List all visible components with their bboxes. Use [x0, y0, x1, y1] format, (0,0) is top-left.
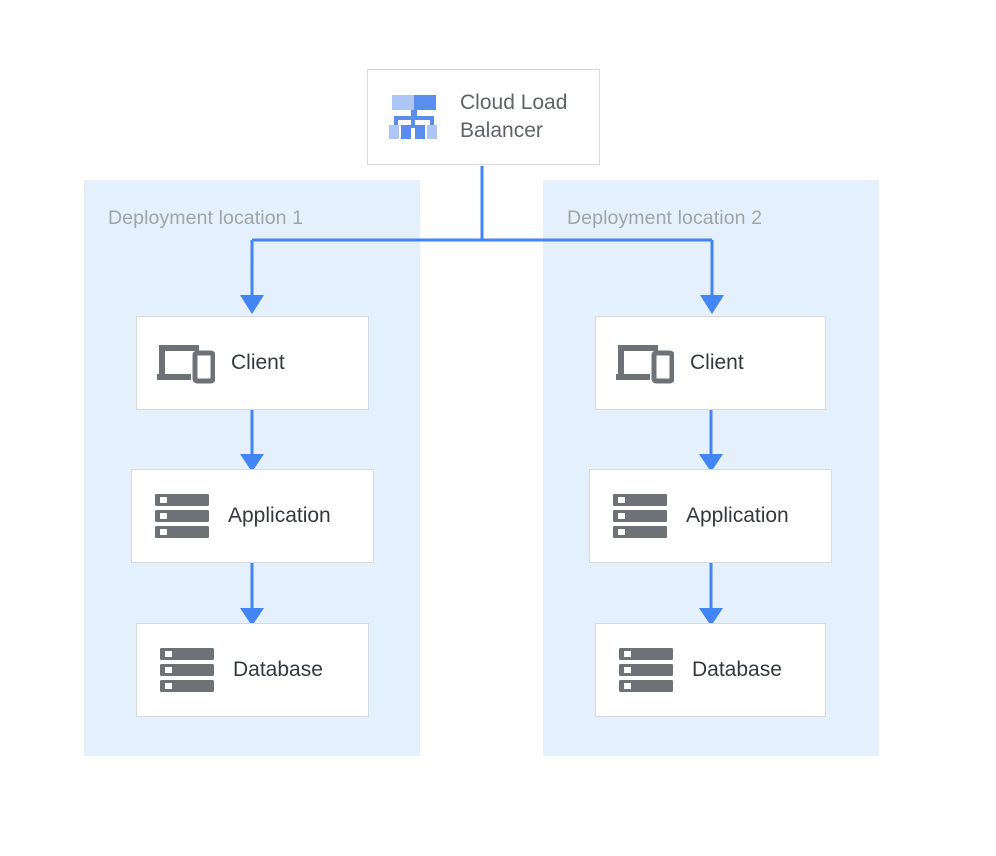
node-database-2[interactable]: Database	[595, 623, 826, 717]
client-devices-icon	[155, 341, 215, 385]
server-stack-icon	[612, 493, 668, 539]
node-client-1-label: Client	[231, 351, 285, 374]
node-cloud-load-balancer[interactable]: Cloud Load Balancer	[367, 69, 600, 165]
node-database-1-label: Database	[233, 658, 323, 681]
node-cloud-load-balancer-label: Cloud Load Balancer	[460, 91, 568, 142]
client-devices-icon	[614, 341, 674, 385]
server-stack-icon	[154, 493, 210, 539]
deployment-zone-1-label: Deployment location 1	[108, 207, 304, 229]
node-application-2-label: Application	[686, 504, 789, 527]
node-application-1-label: Application	[228, 504, 331, 527]
node-client-1[interactable]: Client	[136, 316, 369, 410]
node-application-2[interactable]: Application	[589, 469, 832, 563]
server-stack-icon	[618, 647, 674, 693]
node-database-2-label: Database	[692, 658, 782, 681]
node-client-2[interactable]: Client	[595, 316, 826, 410]
deployment-zone-2-label: Deployment location 2	[567, 207, 763, 229]
server-stack-icon	[159, 647, 215, 693]
node-application-1[interactable]: Application	[131, 469, 374, 563]
node-database-1[interactable]: Database	[136, 623, 369, 717]
node-client-2-label: Client	[690, 351, 744, 374]
cloud-load-balancer-icon	[388, 91, 440, 143]
